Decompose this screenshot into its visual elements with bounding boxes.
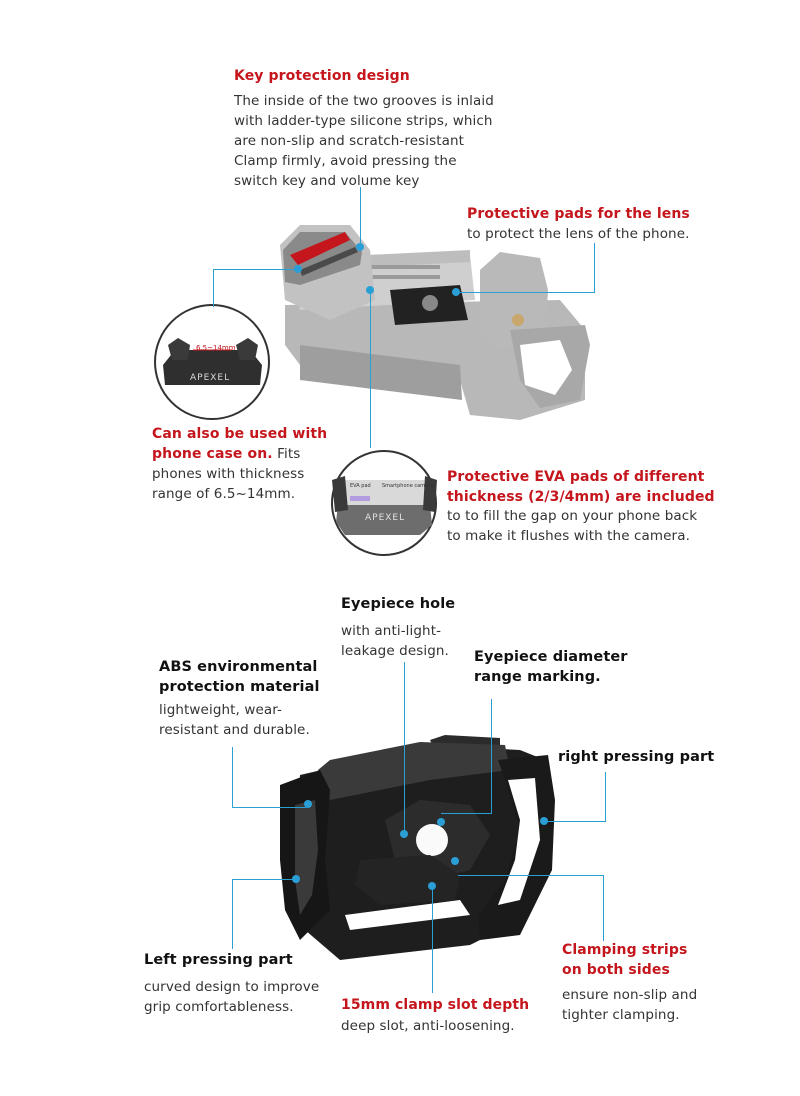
- text-line: Clamping strips: [562, 942, 688, 958]
- phone-case-text: Can also be used with phone case on. Fit…: [152, 424, 327, 504]
- leader-line: [232, 879, 294, 880]
- phone-case-title-2: phone case on.: [152, 446, 273, 462]
- leader-dot: [304, 800, 312, 808]
- text-line: ABS environmental: [159, 659, 318, 675]
- eyepiece-hole-text: with anti-light- leakage design.: [341, 621, 449, 661]
- protective-pads-text: to protect the lens of the phone.: [467, 226, 690, 242]
- phone-case-inset: [154, 304, 270, 420]
- leader-dot: [294, 265, 302, 273]
- text-line: range of 6.5~14mm.: [152, 486, 296, 502]
- black-adapter-render: [280, 735, 555, 960]
- eyepiece-diameter-title: Eyepiece diameter range marking.: [474, 647, 628, 687]
- protective-pads-title: Protective pads for the lens: [467, 206, 690, 222]
- leader-line: [441, 813, 492, 814]
- eva-pads-inset: [331, 450, 437, 556]
- text-line: are non-slip and scratch-resistant: [234, 133, 465, 149]
- text-line: resistant and durable.: [159, 722, 310, 738]
- text-line: with anti-light-: [341, 623, 442, 639]
- left-pressing-text: curved design to improve grip comfortabl…: [144, 977, 319, 1017]
- text-line: ensure non-slip and: [562, 987, 698, 1003]
- text-line: curved design to improve: [144, 979, 320, 995]
- leader-line: [232, 747, 233, 808]
- leader-line: [213, 269, 214, 307]
- leader-line: [360, 187, 361, 245]
- leader-dot: [428, 882, 436, 890]
- text-line: grip comfortableness.: [144, 999, 294, 1015]
- leader-line: [605, 772, 606, 822]
- leader-dot: [437, 818, 445, 826]
- leader-line: [594, 243, 595, 293]
- phone-case-inset-measure: 6.5~14mm: [196, 344, 236, 352]
- text-line: protection material: [159, 679, 320, 695]
- abs-title: ABS environmental protection material: [159, 657, 320, 697]
- leader-line: [458, 875, 604, 876]
- eva-inset-label-left: EVA pad: [350, 483, 371, 489]
- text-line: leakage design.: [341, 643, 449, 659]
- right-pressing-title: right pressing part: [558, 749, 715, 765]
- text-line: to to fill the gap on your phone back: [447, 508, 698, 524]
- leader-line: [546, 821, 606, 822]
- text-line: range marking.: [474, 669, 601, 685]
- clamping-strips-title: Clamping strips on both sides: [562, 940, 687, 980]
- text-line: on both sides: [562, 962, 670, 978]
- text-line: Clamp firmly, avoid pressing the: [234, 153, 457, 169]
- eyepiece-hole-title: Eyepiece hole: [341, 596, 456, 612]
- eva-pads-text: to to fill the gap on your phone back to…: [447, 506, 697, 546]
- text-line: Fits: [277, 446, 301, 462]
- leader-line: [370, 290, 371, 448]
- leader-line: [404, 662, 405, 834]
- leader-line: [432, 889, 433, 993]
- leader-dot: [366, 286, 374, 294]
- left-pressing-title: Left pressing part: [144, 952, 293, 968]
- eva-pads-title: Protective EVA pads of different thickne…: [447, 467, 715, 507]
- text-line: lightweight, wear-: [159, 702, 282, 718]
- text-line: with ladder-type silicone strips, which: [234, 113, 493, 129]
- leader-dot: [451, 857, 459, 865]
- grey-clamp-render: [280, 225, 590, 420]
- leader-dot: [400, 830, 408, 838]
- phone-case-inset-logo: APEXEL: [190, 373, 231, 383]
- key-protection-text: The inside of the two grooves is inlaid …: [234, 91, 494, 191]
- leader-line: [603, 875, 604, 941]
- text-line: phones with thickness: [152, 466, 305, 482]
- leader-line: [232, 807, 306, 808]
- leader-line: [460, 292, 595, 293]
- leader-dot: [540, 817, 548, 825]
- phone-case-title: Can also be used with: [152, 426, 328, 442]
- text-line: thickness (2/3/4mm) are included: [447, 489, 715, 505]
- leader-line: [232, 879, 233, 949]
- leader-dot: [292, 875, 300, 883]
- key-protection-title: Key protection design: [234, 68, 410, 84]
- leader-dot: [356, 243, 364, 251]
- leader-dot: [452, 288, 460, 296]
- leader-line: [213, 269, 296, 270]
- eva-inset-label-right: Smartphone camera: [382, 483, 434, 489]
- abs-text: lightweight, wear- resistant and durable…: [159, 700, 310, 740]
- text-line: The inside of the two grooves is inlaid: [234, 93, 494, 109]
- clamping-strips-text: ensure non-slip and tighter clamping.: [562, 985, 697, 1025]
- clamp-slot-title: 15mm clamp slot depth: [341, 997, 530, 1013]
- text-line: switch key and volume key: [234, 173, 420, 189]
- eva-inset-logo: APEXEL: [365, 513, 406, 523]
- leader-line: [491, 699, 492, 814]
- text-line: to make it flushes with the camera.: [447, 528, 690, 544]
- text-line: Eyepiece diameter: [474, 649, 628, 665]
- text-line: Protective EVA pads of different: [447, 469, 705, 485]
- clamp-slot-text: deep slot, anti-loosening.: [341, 1018, 515, 1034]
- text-line: tighter clamping.: [562, 1007, 680, 1023]
